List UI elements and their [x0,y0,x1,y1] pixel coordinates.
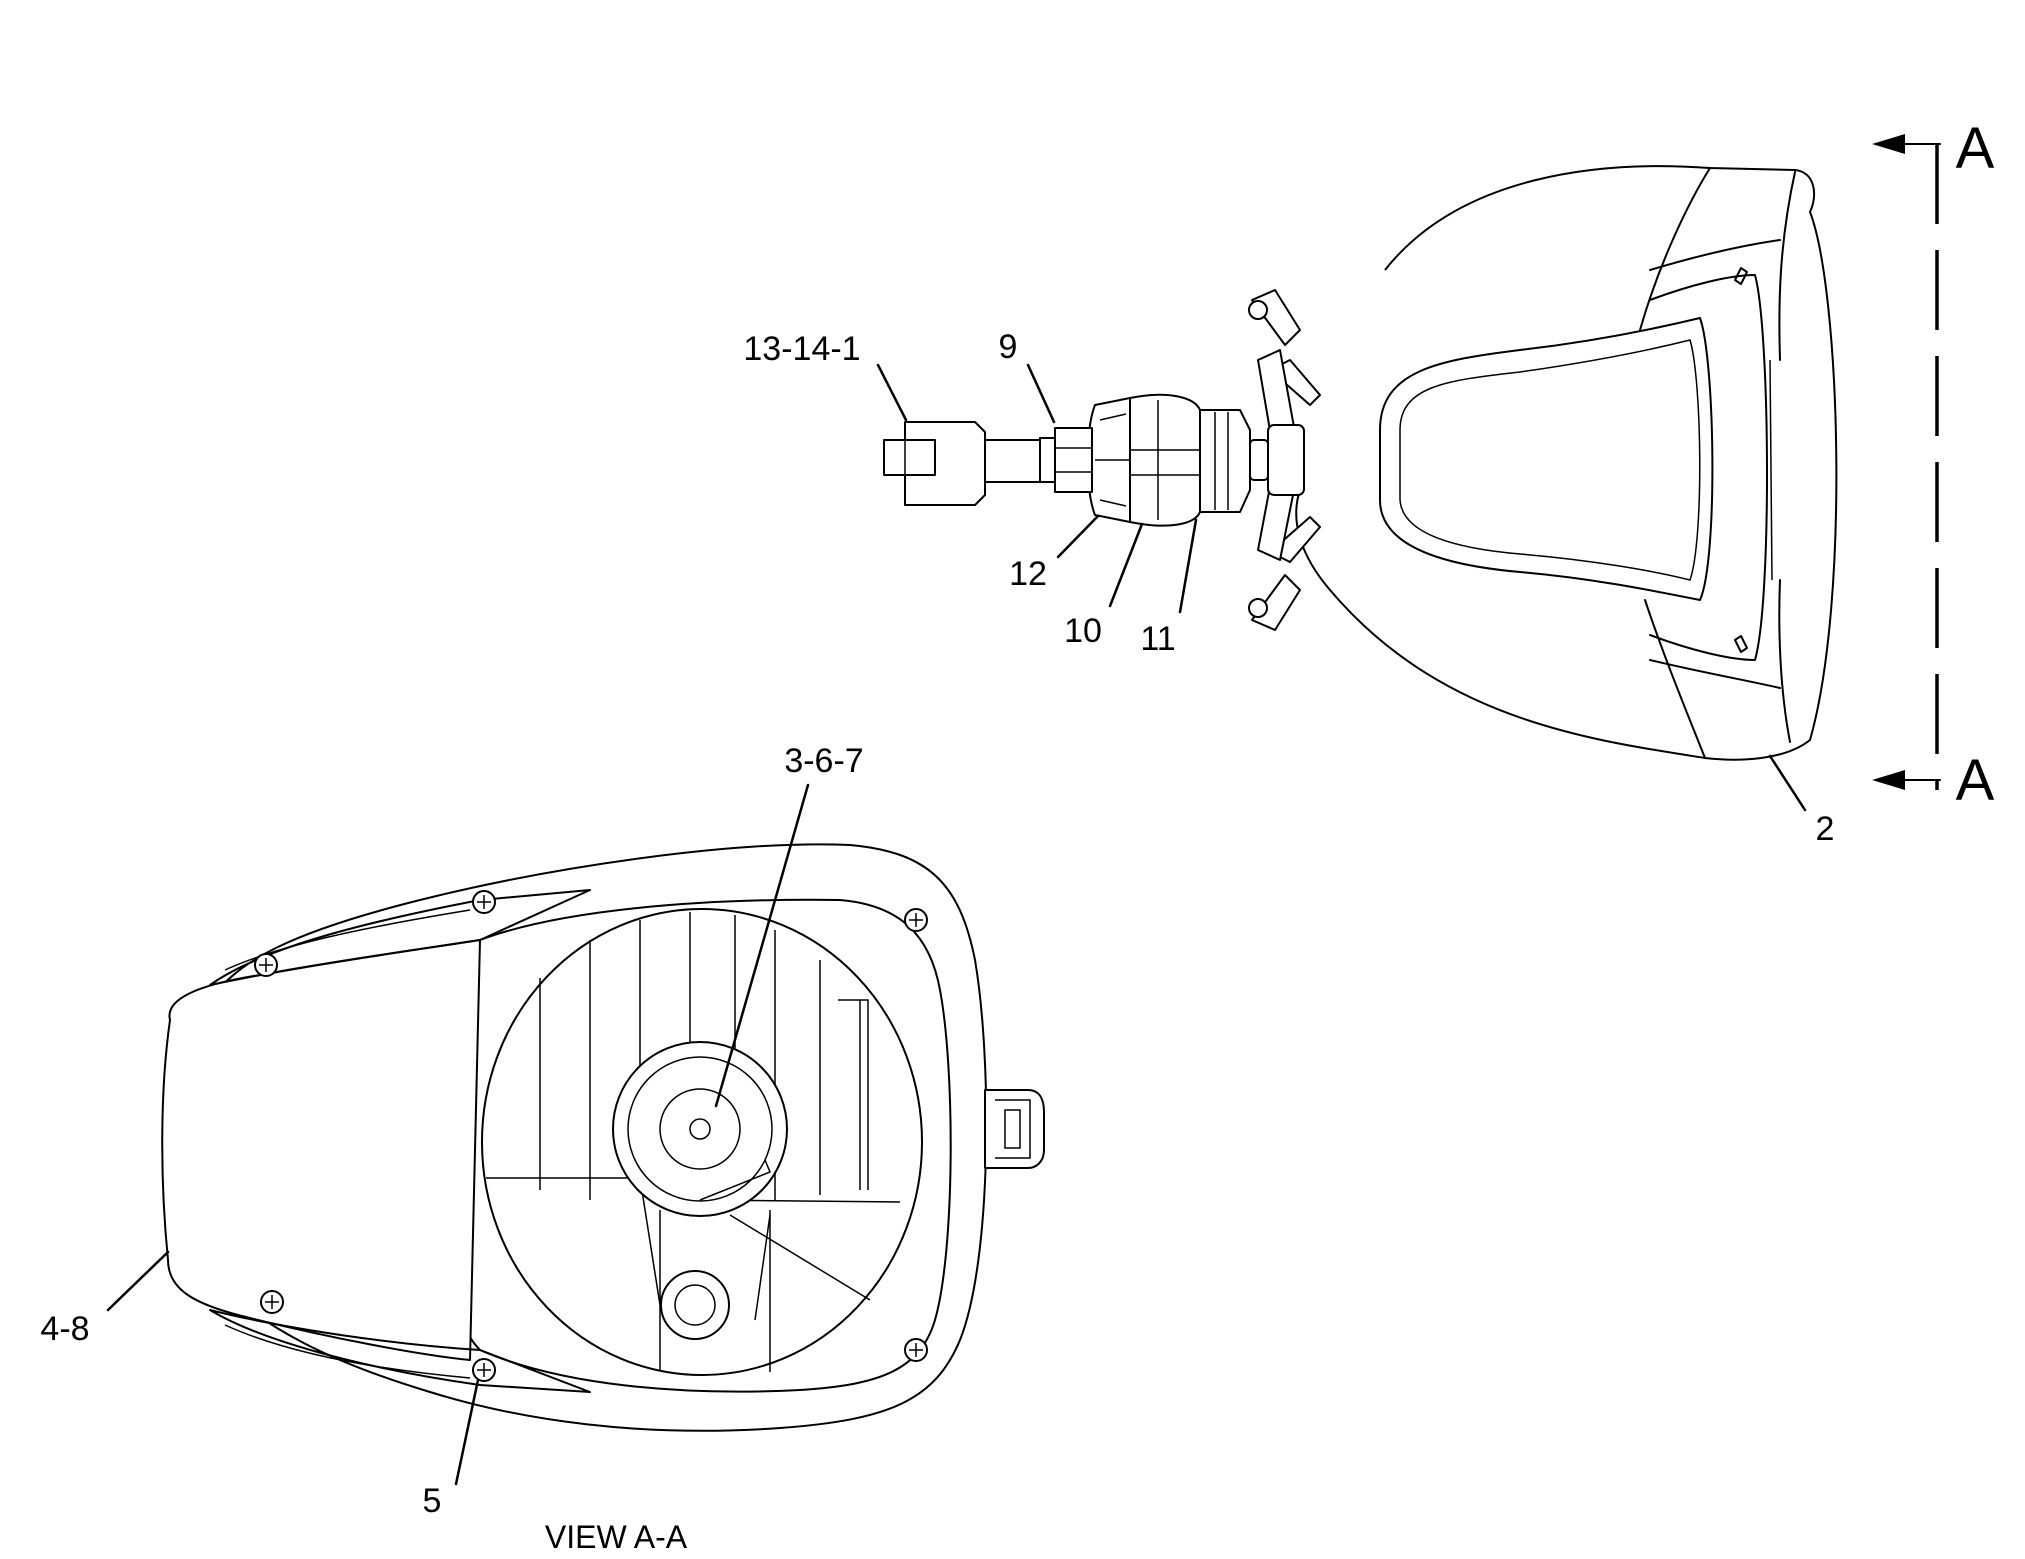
section-line-a-a [1872,134,1941,790]
callout-labels: 13-14-1 9 12 10 11 2 3-6-7 4-8 5 A A VIE… [40,116,1994,1555]
callout-5: 5 [423,1482,442,1520]
screw-icon [904,908,928,932]
lamp-side-view [883,165,1838,761]
screw-icon [254,953,278,977]
callout-12: 12 [1009,555,1047,593]
lamp-front-view [161,843,1045,1432]
leader-lines [106,363,1807,1486]
screw-icon [472,890,496,914]
section-label-bottom: A [1956,748,1995,813]
arrow-left-icon [1872,770,1905,790]
callout-2: 2 [1816,810,1835,848]
callout-9: 9 [999,328,1018,366]
screw-icon [904,1338,928,1362]
screw-icons [254,890,928,1382]
section-label-top: A [1956,116,1995,181]
view-caption: VIEW A-A [545,1519,688,1555]
callout-4-8: 4-8 [40,1310,89,1348]
screw-icon [472,1358,496,1382]
arrow-left-icon [1872,134,1905,154]
screw-icon [260,1290,284,1314]
callout-13-14-1: 13-14-1 [743,330,860,368]
callout-11: 11 [1140,620,1175,658]
callout-10: 10 [1064,612,1102,650]
callout-3-6-7: 3-6-7 [784,742,863,780]
